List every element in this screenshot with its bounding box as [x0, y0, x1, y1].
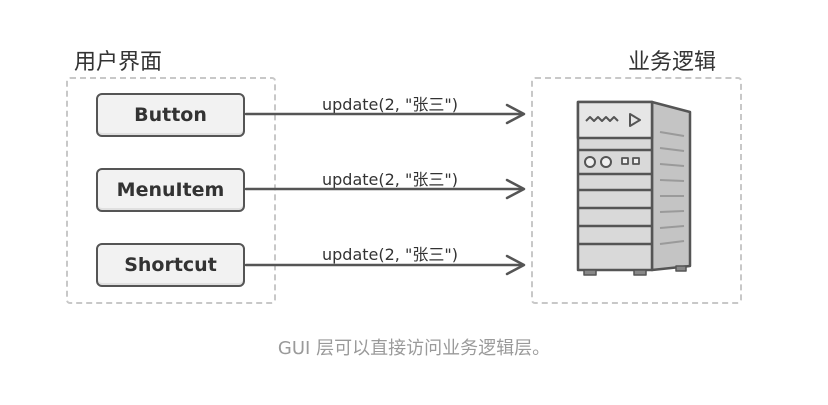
- call-label-menuitem: update(2, "张三"): [322, 170, 458, 189]
- diagram-caption: GUI 层可以直接访问业务逻辑层。: [277, 338, 551, 359]
- arrow-menuitem-to-logic: [244, 178, 526, 200]
- business-layer-title: 业务逻辑: [628, 50, 717, 75]
- ui-layer-title: 用户界面: [74, 50, 163, 75]
- menuitem-component: MenuItem: [96, 168, 245, 212]
- server-tower-icon: [576, 100, 692, 276]
- arrow-button-to-logic: [244, 103, 526, 125]
- arrow-shortcut-to-logic: [244, 254, 526, 276]
- business-layer-group: [531, 77, 742, 304]
- call-label-shortcut: update(2, "张三"): [322, 245, 458, 264]
- button-component: Button: [96, 93, 245, 137]
- call-label-button: update(2, "张三"): [322, 95, 458, 114]
- ui-layer-group: [66, 77, 276, 304]
- shortcut-component: Shortcut: [96, 243, 245, 287]
